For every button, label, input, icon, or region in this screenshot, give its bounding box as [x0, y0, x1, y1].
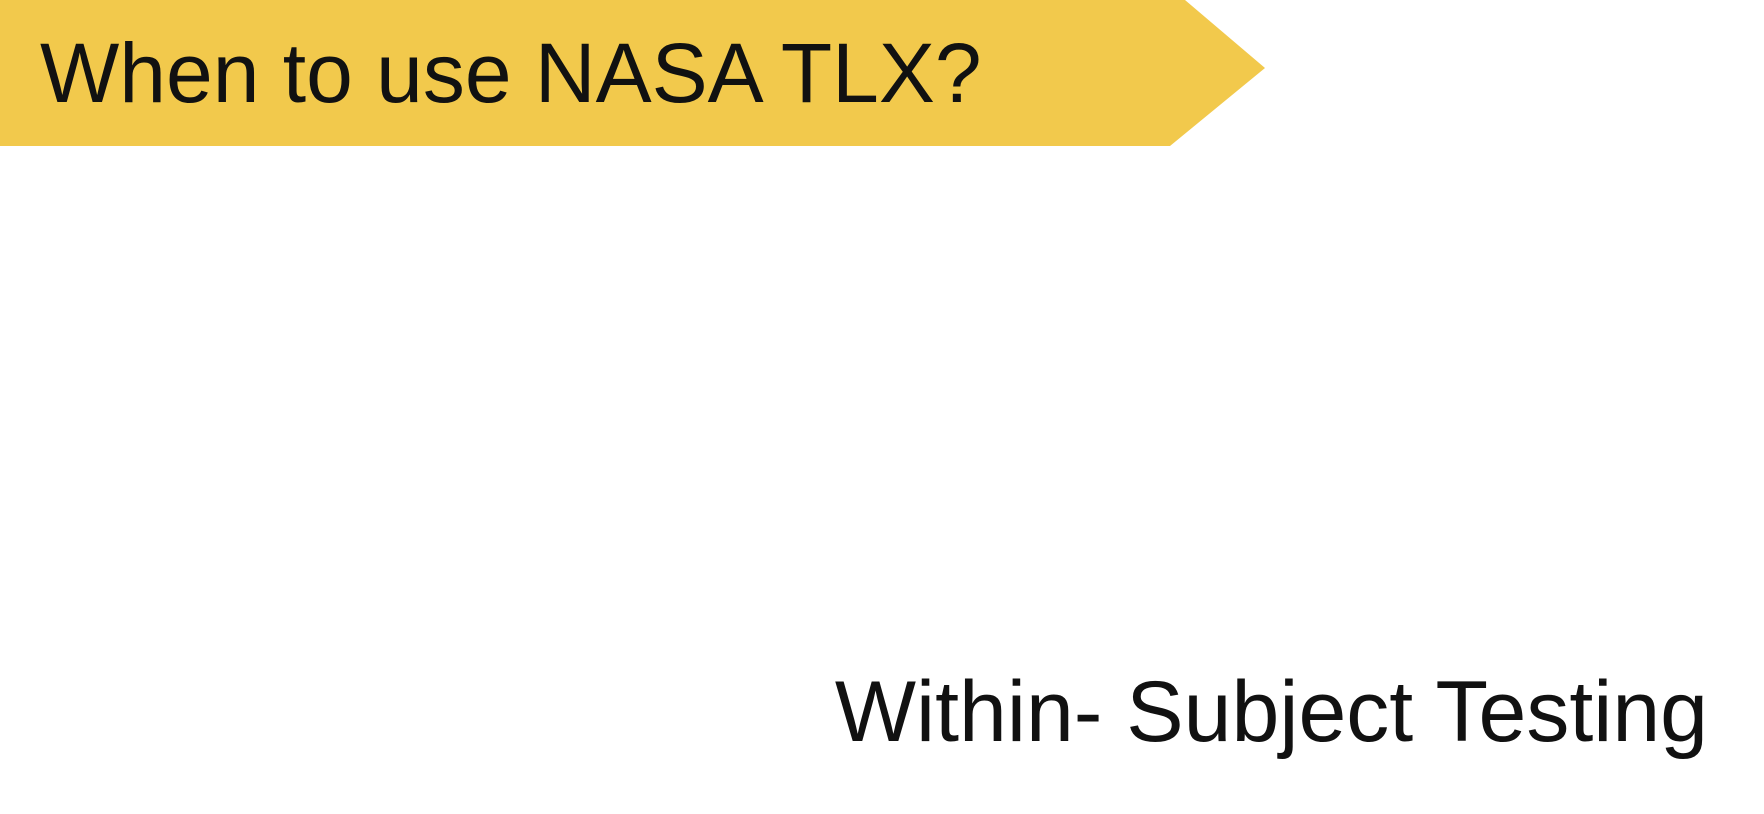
banner-arrow-polygon: [0, 0, 1265, 146]
slide-title: When to use NASA TLX?: [40, 26, 982, 120]
title-banner-arrow-shape: [0, 0, 1265, 146]
title-banner: When to use NASA TLX?: [0, 0, 1265, 146]
slide-subtitle: Within- Subject Testing: [834, 664, 1708, 760]
